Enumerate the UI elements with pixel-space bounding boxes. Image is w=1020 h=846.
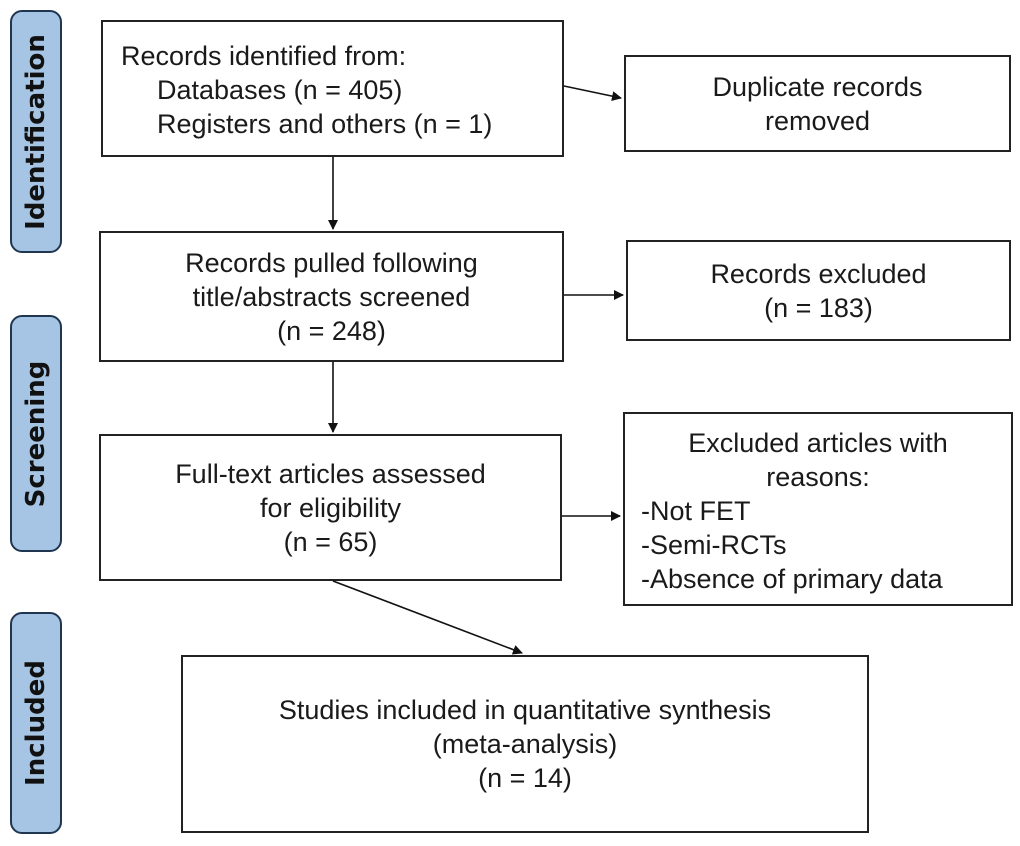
duplicates-removed-box: Duplicate records removed	[624, 55, 1011, 152]
records-identified-title: Records identified from:	[121, 41, 407, 71]
records-excluded-count: (n = 183)	[764, 292, 873, 323]
records-pulled-count: (n = 248)	[277, 315, 386, 346]
duplicates-removed-line1: Duplicate records	[712, 71, 923, 102]
studies-included-box: Studies included in quantitative synthes…	[181, 655, 869, 833]
arrow-identified-to-duplicates	[563, 85, 622, 102]
duplicates-removed-line2: removed	[764, 105, 871, 136]
full-text-line2: for eligibility	[259, 492, 402, 523]
studies-included-count: (n = 14)	[478, 763, 572, 793]
studies-included-line1: Studies included in quantitative synthes…	[278, 695, 772, 725]
excluded-articles-box: Excluded articles with reasons: -Not FET…	[623, 412, 1013, 606]
records-pulled-line2: title/abstracts screened	[192, 281, 471, 312]
stage-screening-tab: Screening	[10, 315, 62, 552]
full-text-box: Full-text articles assessed for eligibil…	[99, 434, 562, 581]
excluded-articles-line1: Excluded articles with	[688, 428, 948, 458]
studies-included-line2: (meta-analysis)	[432, 729, 618, 759]
full-text-count: (n = 65)	[283, 526, 378, 557]
excluded-articles-line2: reasons:	[766, 462, 870, 492]
records-identified-registers: Registers and others (n = 1)	[157, 109, 493, 139]
records-excluded-box: Records excluded (n = 183)	[626, 240, 1011, 341]
excluded-reason-item: -Absence of primary data	[641, 564, 943, 594]
full-text-line1: Full-text articles assessed	[175, 458, 486, 489]
records-pulled-line1: Records pulled following	[185, 247, 478, 278]
stage-included-tab: Included	[10, 612, 62, 834]
excluded-reason-item: -Semi-RCTs	[641, 530, 787, 560]
stage-identification-tab: Identification	[10, 10, 62, 253]
records-identified-box: Records identified from: Databases (n = …	[101, 20, 564, 157]
arrow-fulltext-to-included	[332, 580, 523, 655]
excluded-reason-item: -Not FET	[641, 496, 751, 526]
records-identified-databases: Databases (n = 405)	[157, 75, 403, 105]
records-pulled-box: Records pulled following title/abstracts…	[99, 231, 564, 362]
records-excluded-line1: Records excluded	[710, 258, 927, 289]
